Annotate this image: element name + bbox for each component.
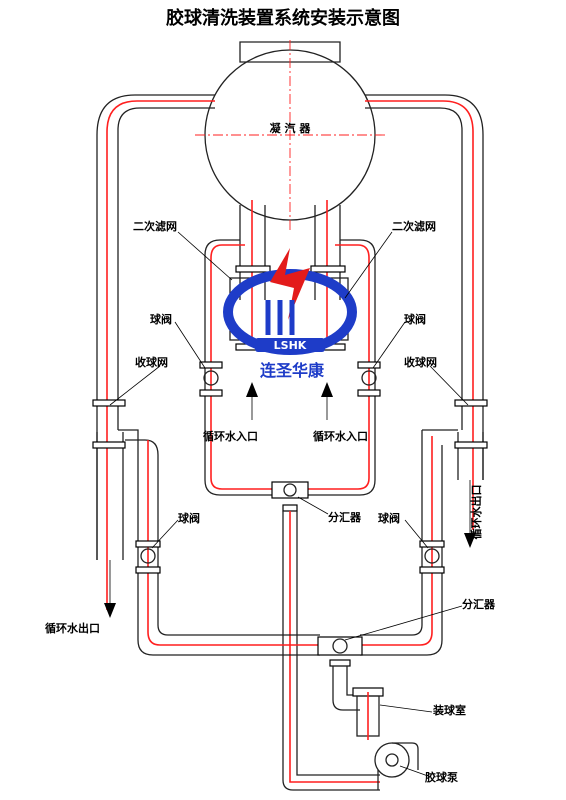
label-secondary-filter-left: 二次滤网 xyxy=(133,219,177,233)
condenser: 凝 汽 器 xyxy=(195,40,385,232)
ball-chamber xyxy=(352,687,384,740)
label-collector-left: 收球网 xyxy=(135,355,168,369)
collector-flange-left-bottom xyxy=(92,441,126,449)
ball-pump xyxy=(374,742,419,790)
distributor-upper xyxy=(271,481,309,512)
logo-company: 连圣华康 xyxy=(260,361,325,380)
collector-flange-left-top xyxy=(92,399,126,407)
distributor-lower xyxy=(317,636,363,711)
ball-valve-upper-right xyxy=(357,361,381,397)
outer-pipe-right xyxy=(365,94,484,530)
label-outlet-left: 循环水出口 xyxy=(45,621,100,635)
logo-bolt xyxy=(270,248,310,320)
outlet-arrow-left xyxy=(104,560,116,618)
label-collector-right: 收球网 xyxy=(404,355,437,369)
inlet-arrow-left xyxy=(246,382,258,420)
company-logo: LSHK 连圣华康 xyxy=(223,248,357,380)
ball-valve-lower-right xyxy=(419,540,445,574)
outlet-arrow-right xyxy=(464,480,476,548)
label-outlet-right: 循环水出口 xyxy=(469,485,483,540)
ball-valve-upper-left xyxy=(199,361,223,397)
logo-abbr: LSHK xyxy=(274,339,307,352)
label-ball-valve-upper-right: 球阀 xyxy=(404,312,426,326)
collector-flange-right-top xyxy=(454,399,488,407)
label-ball-valve-lower-left: 球阀 xyxy=(178,511,200,525)
label-ball-pump: 胶球泵 xyxy=(425,770,458,784)
ball-valve-lower-left xyxy=(135,540,161,574)
distributor-down-pipe xyxy=(282,511,380,791)
diagram-title: 胶球清洗装置系统安装示意图 xyxy=(166,7,400,29)
label-ball-valve-upper-left: 球阀 xyxy=(150,312,172,326)
condenser-label: 凝 汽 器 xyxy=(270,121,312,135)
lower-loop xyxy=(118,429,458,656)
label-distributor-lower: 分汇器 xyxy=(462,597,496,611)
inlet-arrow-right xyxy=(321,382,333,420)
label-secondary-filter-right: 二次滤网 xyxy=(392,219,436,233)
label-inlet-right: 循环水入口 xyxy=(313,429,368,443)
outer-pipe-left xyxy=(96,94,215,610)
label-ball-chamber: 装球室 xyxy=(432,703,466,717)
label-distributor-upper: 分汇器 xyxy=(328,510,362,524)
collector-flange-right-bottom xyxy=(454,441,488,449)
label-inlet-left: 循环水入口 xyxy=(203,429,258,443)
label-ball-valve-lower-right: 球阀 xyxy=(378,511,400,525)
